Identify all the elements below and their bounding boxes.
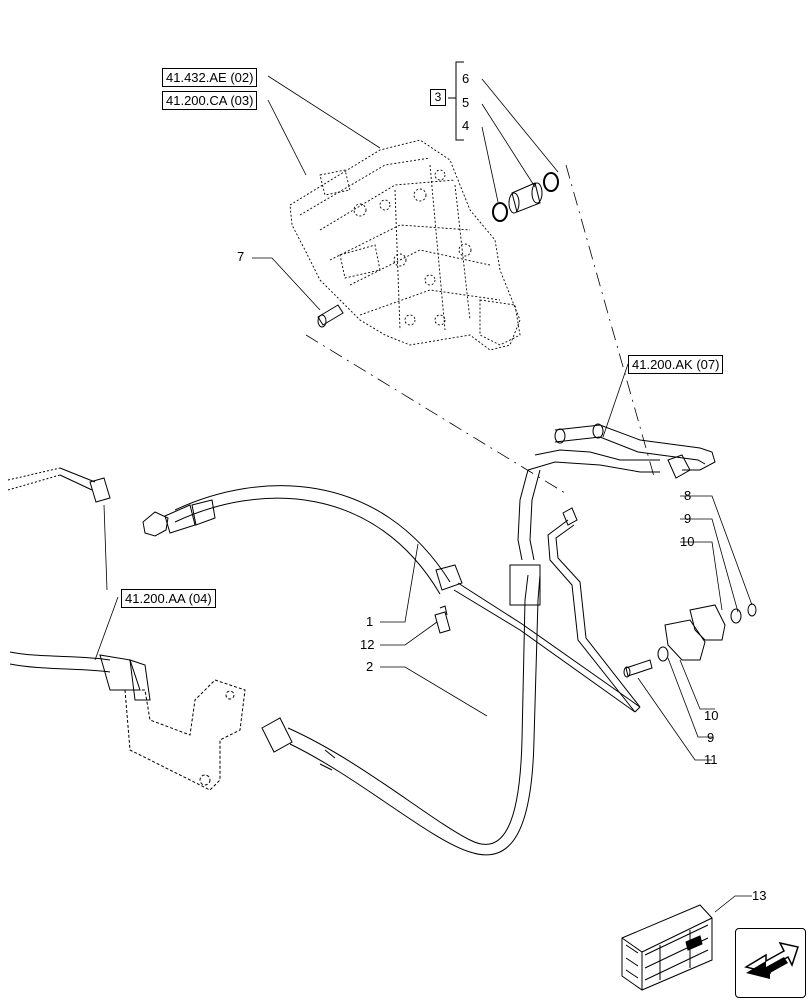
callout-1: 1 <box>366 614 374 629</box>
ref-41-432-ae[interactable]: 41.432.AE (02) <box>162 68 258 87</box>
clamp-10a <box>689 604 726 641</box>
callout-2: 2 <box>366 659 374 674</box>
left-tube <box>7 467 151 701</box>
hose-2 <box>261 564 541 856</box>
clamp-10b <box>664 619 706 661</box>
crate-icon <box>621 904 713 991</box>
fitting-7 <box>317 304 344 328</box>
group-3-box: 3 <box>430 89 446 106</box>
callout-10-top: 10 <box>680 534 695 549</box>
tube-assembly <box>517 423 716 561</box>
centerlines <box>305 164 656 494</box>
o-ring-6 <box>543 172 559 192</box>
bolt-11 <box>623 659 653 678</box>
callout-5: 5 <box>462 95 470 110</box>
ref-41-200-ak[interactable]: 41.200.AK (07) <box>628 355 724 374</box>
washers <box>657 603 757 662</box>
next-arrow-icon <box>744 941 799 979</box>
ref-41-200-ca[interactable]: 41.200.CA (03) <box>162 91 258 110</box>
callout-13: 13 <box>752 888 767 903</box>
callout-6: 6 <box>462 71 470 86</box>
callout-12: 12 <box>360 637 375 652</box>
pipe-assembly <box>453 507 641 713</box>
callout-10-bottom: 10 <box>704 708 719 723</box>
leader-lines <box>94 75 753 913</box>
next-page-button[interactable] <box>735 928 806 998</box>
callout-9-top: 9 <box>684 511 692 526</box>
bracket <box>124 679 246 791</box>
o-ring-4 <box>492 202 508 222</box>
group-brace <box>455 61 464 141</box>
ref-41-200-aa[interactable]: 41.200.AA (04) <box>121 589 216 608</box>
hose-1 <box>142 485 463 595</box>
callout-7: 7 <box>237 249 245 264</box>
callout-8: 8 <box>684 488 692 503</box>
callout-11: 11 <box>704 752 718 767</box>
callout-4: 4 <box>462 118 470 133</box>
fitting-12 <box>434 605 451 634</box>
control-valve <box>289 139 521 351</box>
callout-9-bottom: 9 <box>707 730 715 745</box>
fitting-5 <box>508 182 543 214</box>
